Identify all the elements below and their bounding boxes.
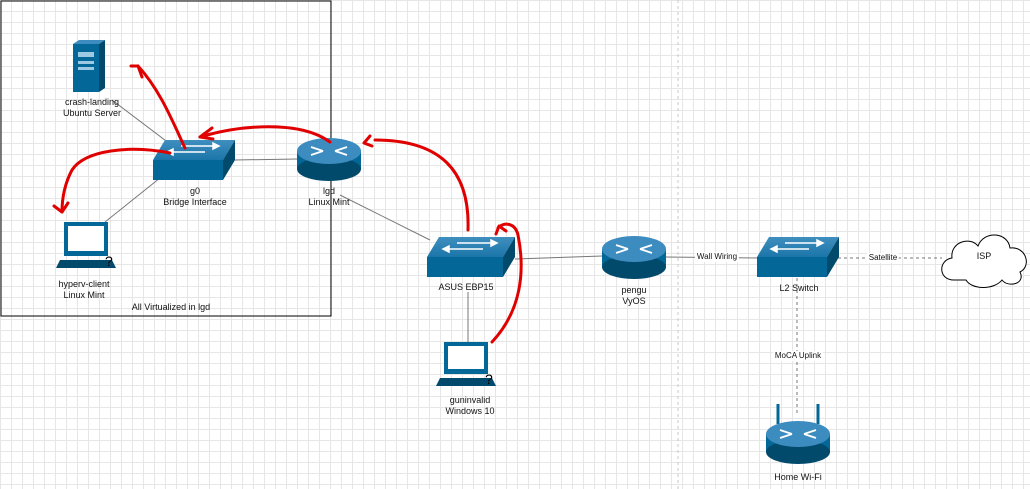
node-name: L2 Switch bbox=[779, 283, 819, 293]
node-name: g0 bbox=[189, 186, 201, 196]
g0-label: g0 Bridge Interface bbox=[163, 186, 227, 208]
annotation-arrows bbox=[52, 64, 523, 344]
arrow-guninvalid-to-asus-head bbox=[494, 224, 508, 236]
group-label-text: All Virtualized in lgd bbox=[131, 302, 211, 312]
switch-icon[interactable] bbox=[153, 140, 235, 180]
node-subtitle: Ubuntu Server bbox=[62, 108, 122, 118]
arrow-asus-to-lgd-head bbox=[362, 134, 374, 148]
arrow-guninvalid-to-asus bbox=[490, 222, 523, 344]
l2switch-label: L2 Switch bbox=[779, 283, 818, 294]
link-asus-pengu bbox=[514, 255, 603, 260]
asus-label: ASUS EBP15 bbox=[438, 282, 493, 293]
arrow-asus-to-lgd bbox=[373, 138, 470, 232]
svg-text:?: ? bbox=[485, 371, 493, 387]
arrow-g0-to-hyperv bbox=[60, 147, 172, 214]
node-name: pengu bbox=[621, 285, 647, 295]
node-name: lgd bbox=[322, 186, 335, 196]
workstation-icon[interactable]: ? bbox=[56, 222, 116, 269]
link-g0-lgd bbox=[234, 158, 298, 161]
node-name: ISP bbox=[976, 251, 992, 261]
group-label: All Virtualized in lgd bbox=[132, 302, 210, 313]
hyperv-client-label: hyperv-client Linux Mint bbox=[58, 279, 109, 301]
node-subtitle: Linux Mint bbox=[63, 290, 105, 300]
pengu-label: pengu VyOS bbox=[621, 285, 646, 307]
switch-icon[interactable] bbox=[427, 237, 515, 277]
arrow-g0-to-server bbox=[136, 64, 187, 150]
moca-uplink-label: MoCA Uplink bbox=[772, 351, 824, 361]
node-name: crash-landing bbox=[64, 97, 120, 107]
node-name: Home Wi-Fi bbox=[774, 472, 822, 482]
arrow-g0-to-server-head bbox=[129, 64, 144, 79]
cloud-icon[interactable] bbox=[941, 234, 1027, 288]
wall-wiring-label: Wall Wiring bbox=[694, 252, 740, 262]
wireless-router-icon[interactable] bbox=[766, 404, 830, 464]
node-name: guninvalid bbox=[449, 395, 491, 405]
crash-landing-label: crash-landing Ubuntu Server bbox=[63, 97, 121, 119]
node-subtitle: Bridge Interface bbox=[163, 197, 227, 207]
node-subtitle: VyOS bbox=[622, 296, 646, 306]
lgd-label: lgd Linux Mint bbox=[308, 186, 349, 208]
arrow-lgd-to-g0-head bbox=[198, 126, 215, 141]
svg-text:?: ? bbox=[105, 253, 113, 269]
link-g0-hyperv bbox=[104, 177, 161, 223]
link-lgd-asus bbox=[339, 194, 431, 241]
node-subtitle: Linux Mint bbox=[308, 197, 350, 207]
server-icon[interactable] bbox=[73, 40, 105, 92]
home-wifi-label: Home Wi-Fi bbox=[774, 472, 822, 483]
arrow-lgd-to-g0 bbox=[198, 125, 332, 144]
node-name: ASUS EBP15 bbox=[438, 282, 494, 292]
node-subtitle: Windows 10 bbox=[445, 406, 495, 416]
arrow-g0-to-hyperv-head bbox=[52, 201, 70, 214]
router-icon[interactable] bbox=[602, 236, 666, 279]
workstation-icon[interactable]: ? bbox=[436, 342, 496, 387]
switch-icon[interactable] bbox=[757, 237, 839, 277]
satellite-label: Satellite bbox=[866, 253, 900, 263]
guninvalid-label: guninvalid Windows 10 bbox=[445, 395, 494, 417]
router-icon[interactable] bbox=[297, 138, 361, 181]
isp-label: ISP bbox=[977, 251, 992, 262]
node-name: hyperv-client bbox=[58, 279, 110, 289]
